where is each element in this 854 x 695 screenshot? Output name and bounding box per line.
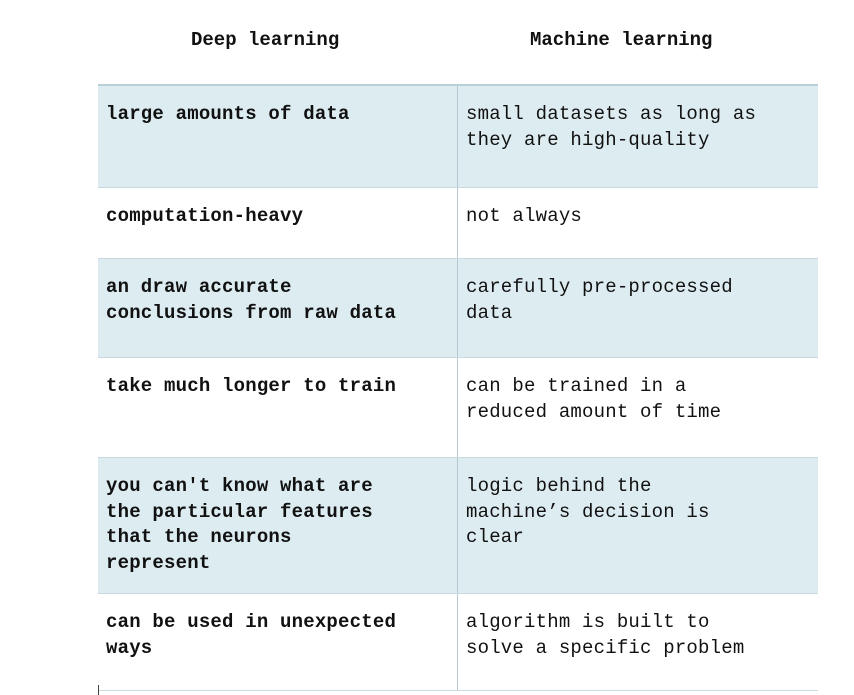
table-row: can be used in unexpected ways algorithm… xyxy=(98,594,818,691)
deep-learning-cell: can be used in unexpected ways xyxy=(106,611,397,659)
deep-learning-cell: an draw accurate conclusions from raw da… xyxy=(106,276,397,324)
header-machine-learning: Machine learning xyxy=(530,29,713,51)
table-row: an draw accurate conclusions from raw da… xyxy=(98,259,818,358)
table-header: Deep learning Machine learning xyxy=(98,0,818,84)
table-edge-divider xyxy=(98,685,99,695)
machine-learning-cell: carefully pre-processed data xyxy=(457,259,818,357)
table-row: large amounts of data small datasets as … xyxy=(98,86,818,188)
machine-learning-cell: not always xyxy=(457,188,818,258)
deep-learning-cell: you can't know what are the particular f… xyxy=(106,475,373,574)
machine-learning-cell: algorithm is built to solve a specific p… xyxy=(457,594,818,690)
deep-learning-cell: large amounts of data xyxy=(106,103,350,125)
deep-learning-cell: computation-heavy xyxy=(106,205,304,227)
machine-learning-cell: small datasets as long as they are high-… xyxy=(457,86,818,187)
table-row: computation-heavy not always xyxy=(98,188,818,259)
header-deep-learning: Deep learning xyxy=(191,29,340,51)
table-body: large amounts of data small datasets as … xyxy=(98,84,818,691)
table-row: you can't know what are the particular f… xyxy=(98,458,818,594)
machine-learning-cell: logic behind the machine’s decision is c… xyxy=(457,458,818,593)
machine-learning-cell: can be trained in a reduced amount of ti… xyxy=(457,358,818,457)
deep-learning-cell: take much longer to train xyxy=(106,375,397,397)
table-row: take much longer to train can be trained… xyxy=(98,358,818,458)
comparison-table: Deep learning Machine learning large amo… xyxy=(98,0,818,695)
